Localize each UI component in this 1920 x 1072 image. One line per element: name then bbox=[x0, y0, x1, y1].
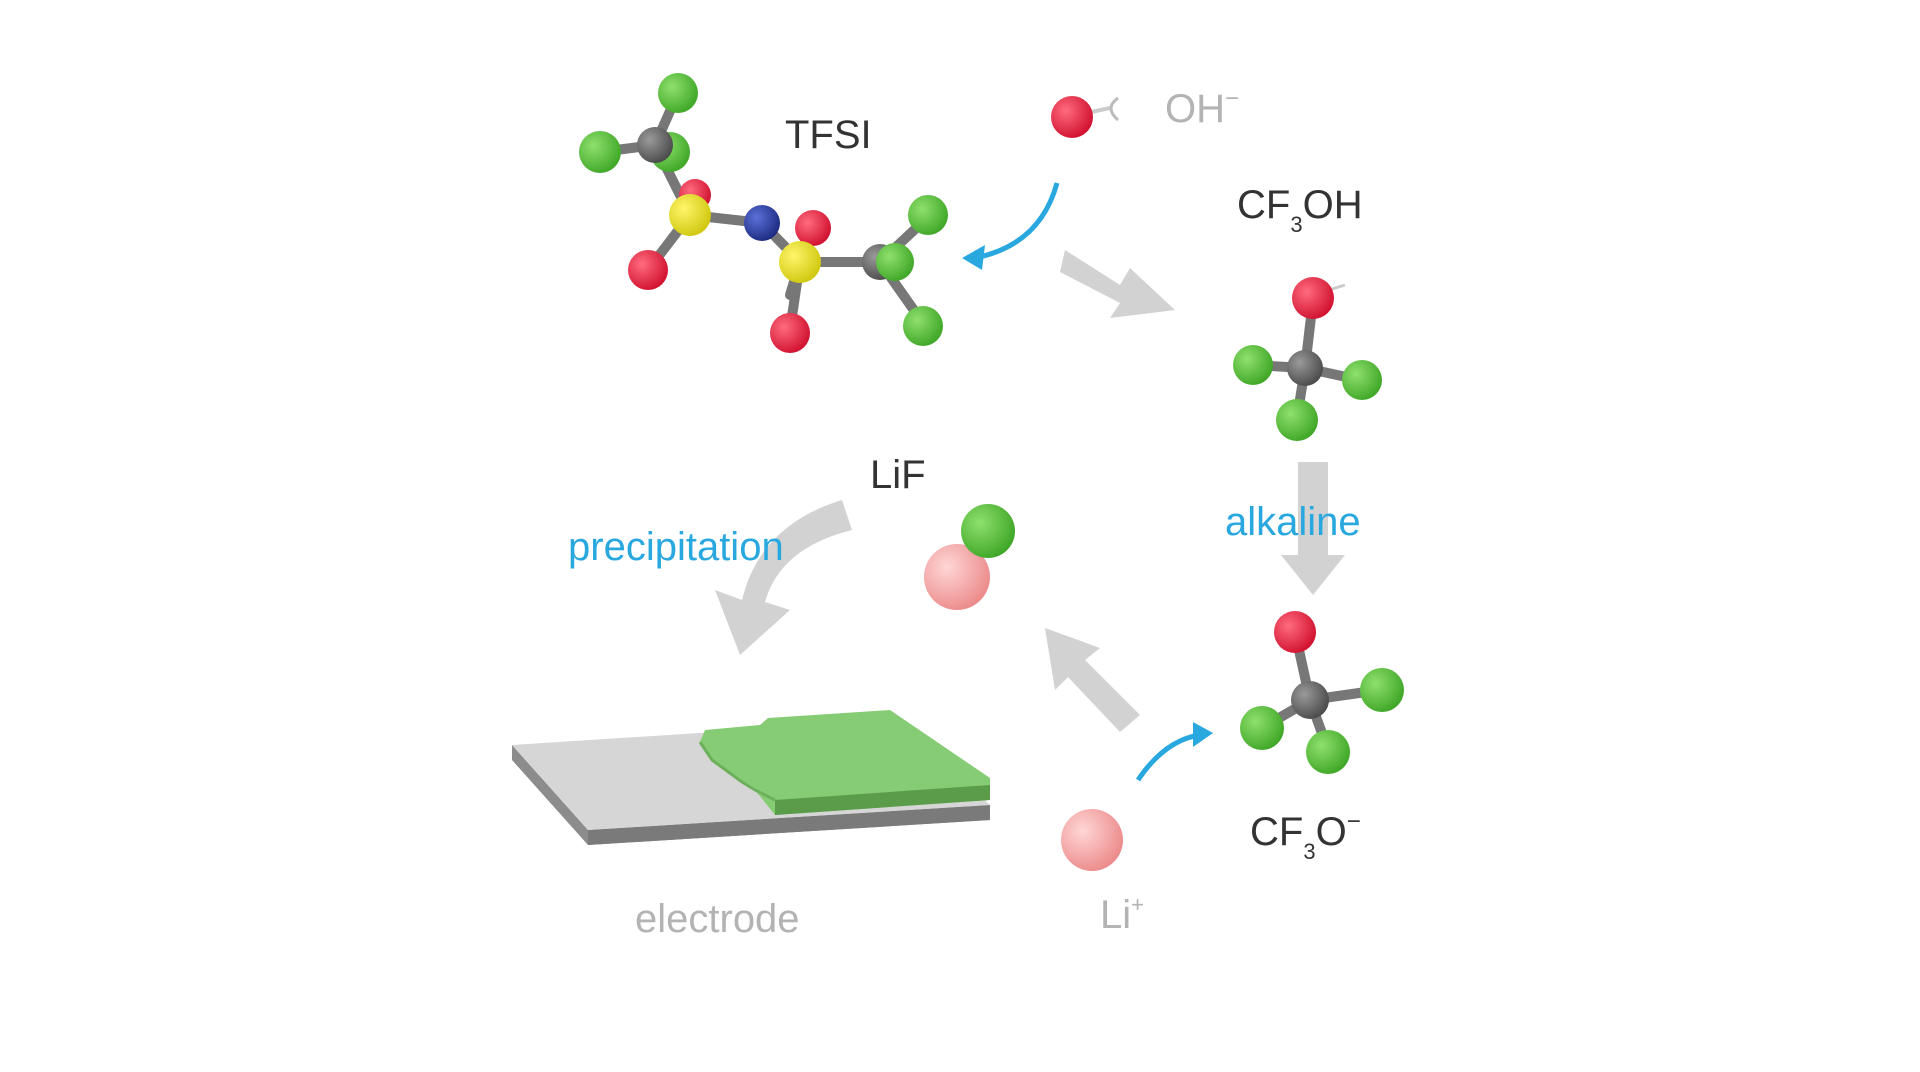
fluorine-atom bbox=[579, 131, 621, 173]
hydroxide-label: OH− bbox=[1165, 85, 1239, 131]
carbon-atom bbox=[637, 127, 673, 163]
fluorine-atom bbox=[1240, 706, 1284, 750]
step-arrow-3 bbox=[1045, 628, 1140, 732]
oxygen-atom bbox=[1292, 277, 1334, 319]
fluorine-atom bbox=[1360, 668, 1404, 712]
precipitation-label: precipitation bbox=[568, 525, 784, 569]
fluorine-atom bbox=[658, 73, 698, 113]
fluorine-atom bbox=[876, 243, 914, 281]
lithium-atom bbox=[924, 544, 990, 610]
oxygen-atom bbox=[1051, 96, 1093, 138]
hydroxide-molecule bbox=[1051, 96, 1120, 138]
tfsi-label: TFSI bbox=[785, 113, 872, 157]
step-arrow-1 bbox=[1060, 250, 1175, 318]
lif-label: LiF bbox=[870, 453, 926, 497]
fluorine-atom bbox=[961, 504, 1015, 558]
electrode-label: electrode bbox=[635, 897, 800, 941]
carbon-atom bbox=[1291, 681, 1329, 719]
alkaline-label: alkaline bbox=[1225, 500, 1361, 544]
fluorine-atom bbox=[1233, 345, 1273, 385]
oxygen-atom bbox=[1274, 611, 1316, 653]
oxygen-atom bbox=[770, 313, 810, 353]
fluorine-atom bbox=[1276, 399, 1318, 441]
sulfur-atom bbox=[779, 241, 821, 283]
nitrogen-atom bbox=[744, 205, 780, 241]
attack-arrowhead bbox=[962, 245, 985, 270]
lif-film bbox=[700, 710, 990, 815]
li-ion-label: Li+ bbox=[1100, 892, 1144, 937]
step-arrow-4 bbox=[715, 500, 852, 655]
attack-arrow bbox=[974, 182, 1060, 261]
lithium-ion bbox=[1061, 809, 1123, 871]
tfsi-molecule bbox=[579, 73, 948, 353]
binding-arrow bbox=[1135, 732, 1201, 782]
fluorine-atom bbox=[903, 306, 943, 346]
binding-arrowhead bbox=[1193, 722, 1213, 747]
electrode-slab bbox=[512, 710, 990, 845]
carbon-atom bbox=[1287, 350, 1323, 386]
cf3o-label: CF3O− bbox=[1250, 808, 1361, 864]
fluorine-atom bbox=[1306, 730, 1350, 774]
fluorine-atom bbox=[908, 195, 948, 235]
cf3oh-molecule bbox=[1233, 277, 1382, 441]
sulfur-atom bbox=[669, 194, 711, 236]
oxygen-atom bbox=[795, 210, 831, 246]
fluorine-atom bbox=[1342, 360, 1382, 400]
lif-molecule bbox=[924, 504, 1015, 610]
step-arrow-2 bbox=[1281, 462, 1345, 595]
cf3o-molecule bbox=[1240, 611, 1404, 774]
oxygen-atom bbox=[628, 250, 668, 290]
cf3oh-label: CF3OH bbox=[1237, 183, 1363, 237]
